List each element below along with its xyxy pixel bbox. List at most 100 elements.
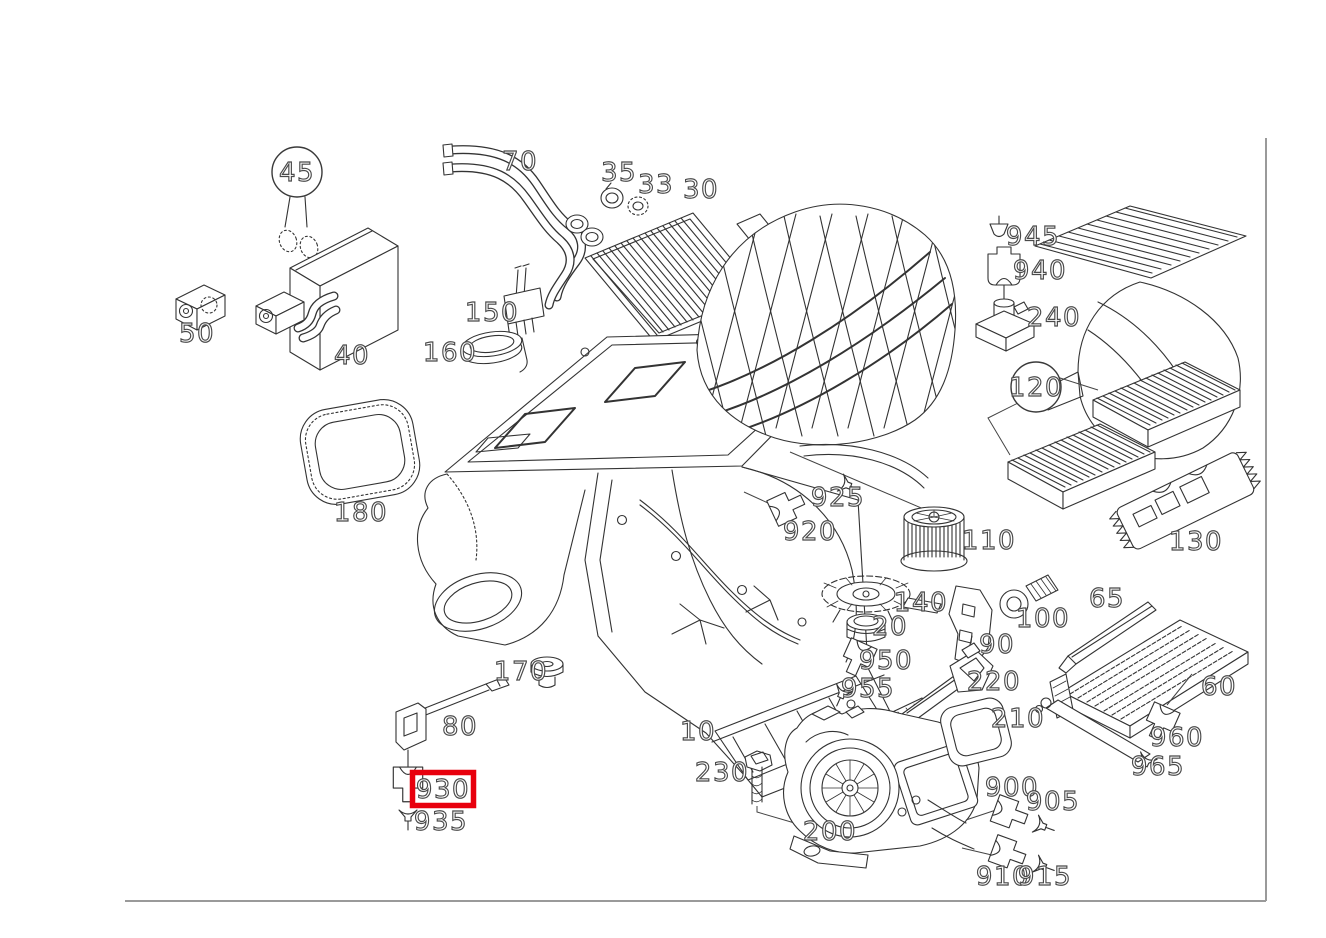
part-45-oring-kit-art: [278, 196, 319, 259]
part-240-sensor-art: [975, 298, 1035, 352]
part-number-label: 180: [334, 498, 388, 528]
part-callout-60[interactable]: 60: [1200, 671, 1237, 702]
part-number-label: 110: [962, 526, 1016, 556]
part-40-evaporator-art: [255, 227, 399, 371]
part-940-clip-art: [987, 246, 1021, 301]
part-number-label: 60: [1201, 672, 1237, 702]
part-callout-35[interactable]: 35: [600, 157, 637, 188]
part-callout-955[interactable]: 955: [840, 673, 895, 704]
part-number-label: 955: [841, 674, 895, 704]
part-number-label: 940: [1013, 256, 1067, 286]
part-callout-140[interactable]: 140: [893, 587, 948, 618]
part-20-cap-art: [846, 613, 886, 643]
part-number-label: 33: [638, 170, 674, 200]
part-callout-80[interactable]: 80: [441, 711, 478, 742]
part-callout-945[interactable]: 945: [1005, 221, 1060, 252]
part-number-label: 10: [680, 717, 716, 747]
part-number-label: 160: [423, 338, 477, 368]
part-callout-120[interactable]: 120: [1008, 361, 1063, 413]
part-number-label: 150: [465, 298, 519, 328]
part-callout-910[interactable]: 910: [975, 861, 1030, 892]
part-callout-200[interactable]: 200: [802, 816, 857, 847]
part-180-housing-seal-art: [299, 399, 421, 505]
part-callout-180[interactable]: 180: [333, 497, 388, 528]
part-callout-920[interactable]: 920: [782, 516, 837, 547]
part-callout-20[interactable]: 20: [871, 611, 908, 642]
part-callout-65[interactable]: 65: [1088, 583, 1125, 614]
part-callout-900[interactable]: 900: [984, 772, 1039, 803]
part-number-label: 900: [985, 773, 1039, 803]
part-number-label: 65: [1089, 584, 1125, 614]
part-number-label: 220: [967, 667, 1021, 697]
part-number-label: 80: [442, 712, 478, 742]
part-callout-170[interactable]: 170: [493, 656, 548, 687]
part-120-filters-art: [987, 361, 1241, 510]
part-number-label: 915: [1018, 862, 1072, 892]
part-number-label: 210: [991, 704, 1045, 734]
part-callout-915[interactable]: 915: [1017, 861, 1072, 892]
part-callout-130[interactable]: 130: [1168, 526, 1223, 557]
part-905-clip-art: [1031, 814, 1058, 840]
part-callout-33[interactable]: 33: [637, 169, 674, 200]
callout-circle: [1010, 361, 1062, 413]
part-70-heater-pipes-art: [442, 143, 604, 310]
part-number-label: 130: [1169, 527, 1223, 557]
part-callout-965[interactable]: 965: [1130, 751, 1185, 782]
part-callout-240[interactable]: 240: [1026, 302, 1081, 333]
part-number-label: 50: [179, 319, 215, 349]
part-210-gasket-art: [940, 697, 1012, 767]
part-220-probe-art: [892, 635, 994, 728]
diagram-frame: [125, 138, 1267, 902]
part-900-valve-art: [965, 794, 1032, 833]
part-callout-210[interactable]: 210: [990, 703, 1045, 734]
part-number-label: 100: [1016, 604, 1070, 634]
part-number-label: 905: [1026, 787, 1080, 817]
part-callout-960[interactable]: 960: [1149, 722, 1204, 753]
part-callout-90[interactable]: 90: [978, 629, 1015, 660]
part-number-label: 170: [494, 657, 548, 687]
part-number-label: 230: [695, 758, 749, 788]
part-150-sensor-art: [503, 263, 545, 373]
part-callout-150[interactable]: 150: [464, 297, 519, 328]
part-35-clamp-art: [600, 182, 624, 209]
part-number-label: 90: [979, 630, 1015, 660]
part-callout-30[interactable]: 30: [682, 174, 719, 205]
part-number-label: 140: [894, 588, 948, 618]
part-callout-45[interactable]: 45: [271, 146, 323, 198]
part-callout-70[interactable]: 70: [501, 146, 538, 177]
part-910-valve-art: [961, 834, 1030, 873]
part-number-label: 70: [502, 147, 538, 177]
part-callout-940[interactable]: 940: [1012, 255, 1067, 286]
part-number-label: 40: [334, 341, 370, 371]
part-callout-100[interactable]: 100: [1015, 603, 1070, 634]
part-100-connector-art: [999, 574, 1059, 619]
part-callout-230[interactable]: 230: [694, 757, 749, 788]
part-callout-110[interactable]: 110: [961, 525, 1016, 556]
part-130-filter-frame-art: [1109, 451, 1261, 550]
part-number-label: 35: [601, 158, 637, 188]
part-callout-220[interactable]: 220: [966, 666, 1021, 697]
part-number-label: 930: [416, 775, 470, 805]
part-number-label: 30: [683, 175, 719, 205]
part-number-label: 960: [1150, 723, 1204, 753]
part-920-valve-art: [743, 486, 810, 527]
part-callout-930[interactable]: 930: [409, 769, 477, 809]
part-callout-950[interactable]: 950: [858, 645, 913, 676]
part-65-strip-art: [1058, 601, 1157, 674]
part-callout-905[interactable]: 905: [1025, 786, 1080, 817]
part-callout-40[interactable]: 40: [333, 340, 370, 371]
part-number-label: 920: [783, 517, 837, 547]
part-number-label: 240: [1027, 303, 1081, 333]
part-callout-935[interactable]: 935: [413, 806, 468, 837]
part-number-label: 910: [976, 862, 1030, 892]
part-number-label: 20: [872, 612, 908, 642]
part-callout-925[interactable]: 925: [810, 482, 865, 513]
part-callout-10[interactable]: 10: [679, 716, 716, 747]
part-160-seal-ring-art: [461, 330, 523, 365]
part-945-clip-art: [989, 215, 1009, 238]
part-callout-50[interactable]: 50: [178, 318, 215, 349]
part-upper-dome-art: [696, 203, 957, 489]
part-callout-160[interactable]: 160: [422, 337, 477, 368]
